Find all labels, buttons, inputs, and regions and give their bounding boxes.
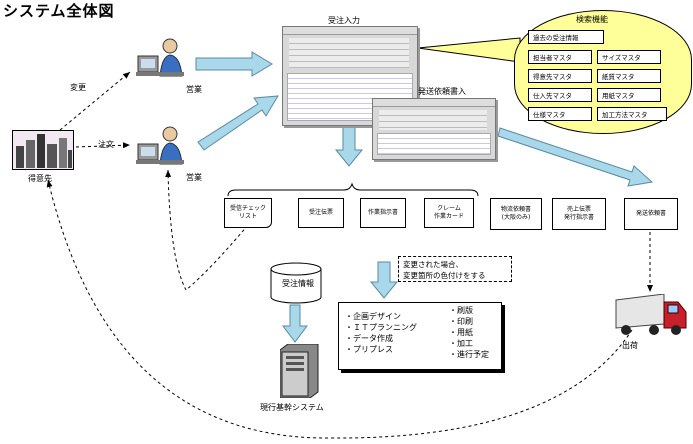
tasks-right-list: ・刷版 ・印刷 ・用紙 ・加工 ・進行予定	[449, 305, 489, 360]
list-item: ・加工	[449, 339, 473, 348]
change-label: 変更	[70, 83, 86, 92]
list-item: ・刷版	[449, 306, 473, 315]
flow-arrow-orderinfo-to-core	[282, 304, 308, 343]
search-item: 過去の受注情報	[528, 30, 604, 44]
sales-person-icon	[136, 38, 184, 77]
brace-documents	[227, 182, 479, 197]
document-shipping-request: 発送依頼書	[624, 198, 678, 230]
document-sales-slip: 売上伝票 発行指示書	[552, 198, 606, 230]
shipping-request-window	[372, 98, 496, 160]
change-note: 変更された場合、 変更箇所の色付けをする	[398, 256, 512, 282]
search-item: 仕様マスタ	[528, 107, 592, 121]
list-item: ・用紙	[449, 328, 473, 337]
search-item: 加工方法マスタ	[597, 107, 667, 121]
sales-label-1: 営業	[186, 85, 202, 94]
flow-arrow-entry-down	[334, 124, 364, 167]
list-item: ・進行予定	[449, 350, 489, 359]
search-item: 担当者マスタ	[528, 50, 592, 64]
sales-label-2: 営業	[186, 173, 202, 182]
document-claim-card: クレーム 作業カード	[424, 198, 474, 228]
core-system-label: 現行基幹システム	[260, 403, 324, 412]
order-label: 注文	[98, 140, 114, 149]
list-item: ・印刷	[449, 317, 473, 326]
list-item: ・企画デザイン	[345, 312, 401, 321]
shipping-request-label: 発送依頼書入	[418, 87, 466, 96]
order-entry-label: 受注入力	[328, 16, 360, 25]
search-item: 用紙マスタ	[597, 88, 661, 102]
tasks-box: ・企画デザイン ・ＩＴプランニング ・データ作成 ・プリプレス ・刷版 ・印刷 …	[338, 302, 502, 370]
order-info-label: 受注情報	[282, 279, 314, 288]
search-title: 検索機能	[576, 15, 608, 24]
tasks-left-list: ・企画デザイン ・ＩＴプランニング ・データ作成 ・プリプレス	[345, 311, 417, 355]
search-item: 紙質マスタ	[597, 69, 661, 83]
flow-arrow-to-tasks	[369, 261, 399, 299]
truck-icon	[615, 294, 687, 335]
database-icon	[270, 262, 322, 304]
document-logistics-request: 物流依頼書 (大阪のみ)	[490, 198, 542, 230]
search-item: 仕入先マスタ	[528, 88, 592, 102]
building-icon	[12, 130, 74, 170]
list-item: ・ＩＴプランニング	[345, 323, 417, 332]
flow-arrow-entry-to-shipping	[497, 127, 654, 187]
document-work-instruction: 作業指示書	[360, 198, 406, 228]
dashed-customer-to-sales1	[59, 71, 131, 131]
dashed-shipping-to-customer	[46, 179, 633, 439]
flow-arrow-sales1-to-entry	[195, 51, 273, 77]
callout-pointer	[417, 37, 521, 63]
page-title: システム全体図	[3, 2, 115, 20]
list-item: ・プリプレス	[345, 345, 393, 354]
sales-person-icon	[136, 126, 184, 165]
list-item: ・データ作成	[345, 334, 393, 343]
shipping-label: 出荷	[622, 341, 638, 350]
server-icon	[280, 344, 319, 398]
document-check-list: 受信チェック リスト	[224, 198, 272, 228]
customer-label: 得意先	[28, 174, 52, 183]
document-order-slip: 受注伝票	[298, 198, 344, 228]
flow-arrow-sales2-to-entry	[197, 95, 279, 151]
search-item: サイズマスタ	[597, 50, 661, 64]
dashed-check-to-sales2	[165, 169, 249, 291]
search-item: 得意先マスタ	[528, 69, 592, 83]
